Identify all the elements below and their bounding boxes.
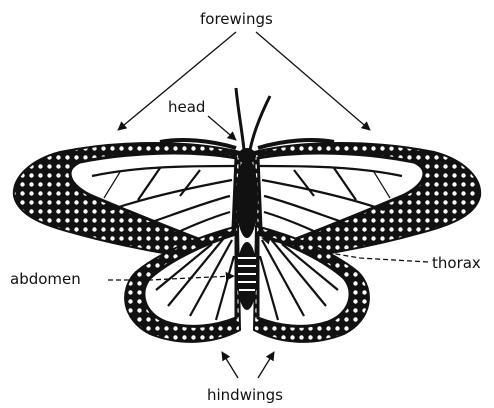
arrow-forewings-right xyxy=(256,32,370,130)
abdomen-part xyxy=(237,242,257,310)
label-head: head xyxy=(168,98,205,116)
right-antenna xyxy=(250,96,270,150)
arrow-hindwings-left xyxy=(222,352,238,378)
label-forewings: forewings xyxy=(200,10,273,28)
arrow-hindwings-right xyxy=(258,352,274,378)
left-antenna xyxy=(236,88,244,150)
thorax-part xyxy=(236,158,258,238)
label-abdomen: abdomen xyxy=(10,270,81,288)
arrow-head xyxy=(208,116,236,140)
label-thorax: thorax xyxy=(432,254,481,272)
label-hindwings: hindwings xyxy=(207,386,283,404)
